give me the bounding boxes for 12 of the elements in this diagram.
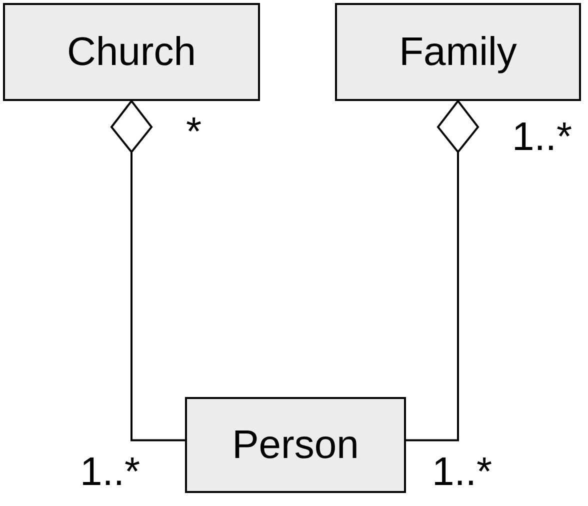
class-name: Person: [232, 422, 359, 468]
multiplicity-label: 1..*: [512, 117, 572, 157]
class-box: [185, 397, 406, 493]
class-name: Family: [399, 30, 517, 74]
class-name: Church: [67, 30, 196, 74]
aggregation-connector: [110, 100, 185, 442]
multiplicity-label: 1..*: [432, 452, 492, 492]
class-box: [3, 3, 260, 101]
class-box: [335, 3, 581, 101]
multiplicity-label: *: [186, 112, 202, 152]
multiplicity-label: 1..*: [80, 452, 140, 492]
aggregation-connector: [406, 100, 479, 442]
